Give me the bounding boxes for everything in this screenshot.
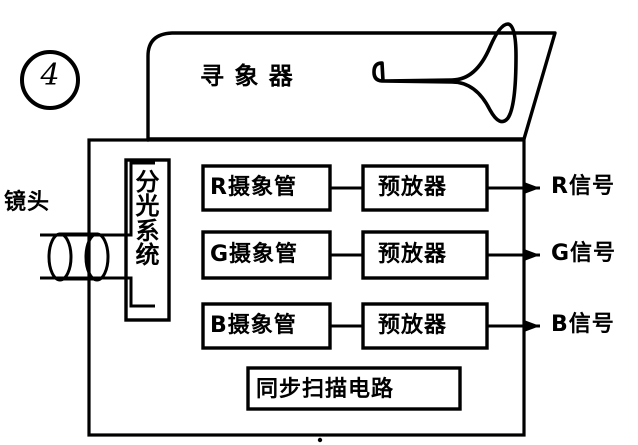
viewfinder-housing-outline xyxy=(146,31,557,142)
viewfinder-label: 寻 象 器 xyxy=(200,62,294,90)
lens-label: 镜头 xyxy=(4,190,51,215)
sync-circuit-box xyxy=(246,366,462,411)
output-arrowhead-g xyxy=(524,249,540,261)
lens-mount-bracket-lower xyxy=(40,276,155,308)
output-arrowhead-b xyxy=(524,320,540,332)
viewfinder-crt-icon xyxy=(372,22,518,124)
preamp-label-r: 预放器 xyxy=(378,175,448,200)
beam-splitter-char-3: 统 xyxy=(135,241,160,270)
camera-body-outline xyxy=(87,138,526,437)
beam-splitter-char-1: 光 xyxy=(135,192,160,221)
output-label-b: B信号 xyxy=(551,312,615,337)
pickup-tube-label-b: B摄象管 xyxy=(210,313,297,338)
pickup-tube-label-g: G摄象管 xyxy=(210,242,299,267)
lens-element-rear xyxy=(84,232,110,282)
lens-barrel xyxy=(59,232,98,281)
beam-splitter-box xyxy=(124,158,171,322)
beam-splitter-label: 分 光 系 统 xyxy=(126,170,169,268)
lens-element-front xyxy=(47,232,73,282)
figure-number: 4 xyxy=(40,58,60,93)
pickup-tube-label-r: R摄象管 xyxy=(210,175,297,200)
output-label-g: G信号 xyxy=(551,241,617,266)
beam-splitter-char-2: 系 xyxy=(135,216,160,245)
registration-dot xyxy=(317,437,323,443)
figure-number-circle xyxy=(20,50,80,110)
preamp-label-g: 预放器 xyxy=(378,242,448,267)
sync-circuit-label: 同步扫描电路 xyxy=(256,377,395,402)
beam-splitter-char-0: 分 xyxy=(135,168,160,196)
output-label-r: R信号 xyxy=(551,174,615,199)
output-arrowhead-r xyxy=(524,182,540,194)
preamp-label-b: 预放器 xyxy=(378,313,448,338)
